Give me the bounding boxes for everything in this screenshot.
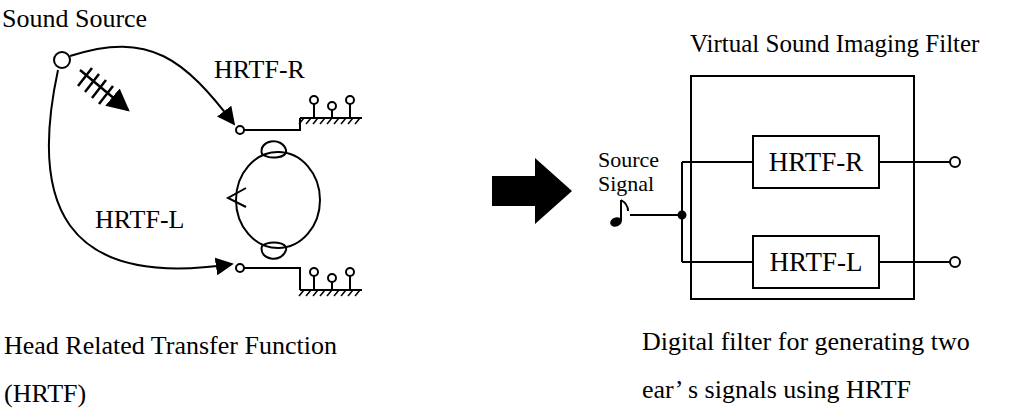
hatch-stroke bbox=[313, 290, 318, 296]
hatch-stroke bbox=[327, 118, 332, 124]
caption-text: Head Related Transfer Function (HRTF) bbox=[4, 322, 424, 418]
filter-box: Virtual Sound Imaging FilterHRTF-RHRTF-L bbox=[690, 75, 915, 300]
sound-source bbox=[54, 52, 70, 68]
hatch-stroke bbox=[299, 118, 304, 124]
hatch-stroke bbox=[320, 118, 325, 124]
hatch-stroke bbox=[348, 290, 353, 296]
hrtf-label: HRTF-L bbox=[95, 205, 184, 235]
hatch-stroke bbox=[327, 290, 332, 296]
transform-arrow bbox=[492, 158, 572, 224]
hrtf-l-path bbox=[49, 70, 232, 268]
hatch-stroke bbox=[299, 290, 304, 296]
junction-dot bbox=[679, 212, 686, 219]
ear-microphones bbox=[236, 96, 362, 290]
terminal-hatching bbox=[299, 118, 360, 296]
hatch-stroke bbox=[306, 118, 311, 124]
filter-name: HRTF-R bbox=[769, 147, 863, 178]
hatch-stroke bbox=[348, 118, 353, 124]
hatch-stroke bbox=[341, 118, 346, 124]
signal-wire bbox=[630, 214, 682, 216]
hatch-stroke bbox=[320, 290, 325, 296]
hatch-stroke bbox=[355, 118, 360, 124]
hatch-stroke bbox=[313, 118, 318, 124]
signal-wire bbox=[880, 161, 950, 163]
hrtf-r-path bbox=[70, 47, 234, 124]
hatch-stroke bbox=[334, 290, 339, 296]
hatch-stroke bbox=[355, 290, 360, 296]
hatch-stroke bbox=[341, 290, 346, 296]
signal-wire bbox=[682, 261, 752, 263]
music-note bbox=[609, 200, 628, 228]
output-terminal bbox=[950, 257, 960, 267]
output-terminal bbox=[950, 157, 960, 167]
caption-text: Digital filter for generating two ear’ s… bbox=[642, 318, 1002, 414]
signal-wire bbox=[880, 261, 950, 263]
hatch-stroke bbox=[306, 290, 311, 296]
filter-title: Virtual Sound Imaging Filter bbox=[690, 29, 979, 59]
signal-label: Source Signal bbox=[598, 148, 673, 196]
hatch-stroke bbox=[334, 118, 339, 124]
hrtf-box: HRTF-R bbox=[752, 135, 880, 189]
hrtf-label: HRTF-R bbox=[214, 55, 305, 85]
signal-wire bbox=[682, 161, 752, 163]
sound-wave-arrow bbox=[78, 68, 128, 110]
head bbox=[228, 141, 320, 258]
filter-name: HRTF-L bbox=[770, 247, 863, 278]
source-label: Sound Source bbox=[2, 4, 147, 34]
hrtf-box: HRTF-L bbox=[752, 235, 880, 289]
